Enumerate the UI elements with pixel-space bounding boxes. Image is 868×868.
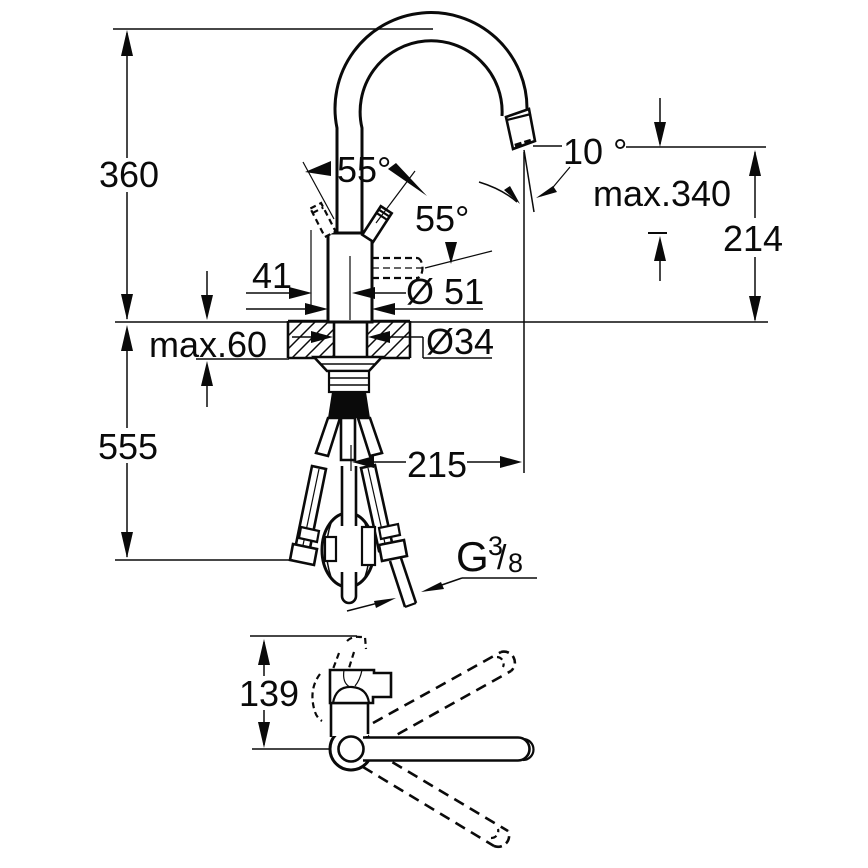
lever-solid-up-right: [360, 204, 394, 244]
countertop-slab: [286, 319, 412, 360]
hose-end-loop: [340, 572, 358, 605]
aerator: [514, 138, 532, 149]
tube-fan-right: [356, 416, 384, 458]
lever-dashed-horizontal: [372, 256, 424, 280]
thread-numerator-label: 3: [488, 531, 503, 561]
dim-angle55-left: 55°: [302, 149, 427, 224]
dim-max340-label: max.340: [593, 173, 731, 214]
handle-swung-dashed-arc: [311, 673, 323, 722]
dim-214-label: 214: [723, 218, 783, 259]
dim-angle10: 10 °: [478, 131, 766, 204]
dim-215: 215: [350, 152, 525, 485]
spout-swivel-dashed-up: [372, 650, 517, 745]
dim-360-label: 360: [99, 154, 159, 195]
dim-139-label: 139: [239, 673, 299, 714]
dim-41: 41: [246, 230, 312, 309]
dim-dia34-label: Ø34: [426, 321, 494, 362]
weight-clip-left: [323, 535, 338, 563]
dim-max340: max.340: [593, 98, 731, 281]
mounting-nut: [328, 392, 370, 418]
dim-angle10-label: 10 °: [563, 131, 627, 172]
dim-max60-label: max.60: [149, 324, 267, 365]
dim-555: 555: [98, 325, 158, 558]
dim-214: 214: [723, 150, 783, 322]
top-view: 139: [239, 635, 535, 849]
dim-angle55-right: 55°: [415, 198, 493, 269]
dim-215-label: 215: [407, 444, 467, 485]
weight-clip-right: [360, 525, 377, 567]
handle-raised-dashed: [331, 635, 368, 670]
faucet-body: [326, 231, 374, 324]
dim-angle55-right-label: 55°: [415, 198, 469, 239]
front-view: [286, 11, 537, 609]
lever-dashed-up-left: [308, 201, 338, 239]
handle-top-view: [311, 635, 393, 722]
dim-dia34: Ø34: [292, 321, 494, 362]
thread-slash-label: /: [497, 539, 507, 577]
dim-thread-g38: G 3 / 8: [346, 531, 537, 612]
water-stream-line: [523, 149, 535, 213]
dim-angle55-left-label: 55°: [337, 149, 391, 190]
dim-dia51: Ø 51: [246, 271, 484, 315]
spout-swivel-dashed-down: [362, 751, 511, 849]
undersink-assembly: [288, 355, 418, 609]
dim-max60: max.60: [149, 271, 267, 407]
dim-555-label: 555: [98, 426, 158, 467]
tube-fan-center: [339, 416, 357, 462]
dim-41-label: 41: [252, 255, 292, 296]
gooseneck-spout: [333, 11, 537, 233]
dimension-annotations: 360 555 max.60 41: [98, 28, 783, 612]
dim-139: 139: [239, 635, 357, 750]
tube-fan-left: [314, 416, 342, 458]
thread-g-label: G: [456, 533, 489, 580]
pullout-hose-weight: [320, 466, 377, 605]
dim-dia51-label: Ø 51: [406, 271, 484, 312]
spout-bore-circle: [337, 735, 365, 763]
dim-360: 360: [99, 30, 159, 320]
thread-denominator-label: 8: [508, 548, 523, 578]
spacer-rings: [327, 369, 371, 394]
supply-hose-left: [288, 464, 328, 567]
spout-tube-top-view: [363, 736, 531, 762]
